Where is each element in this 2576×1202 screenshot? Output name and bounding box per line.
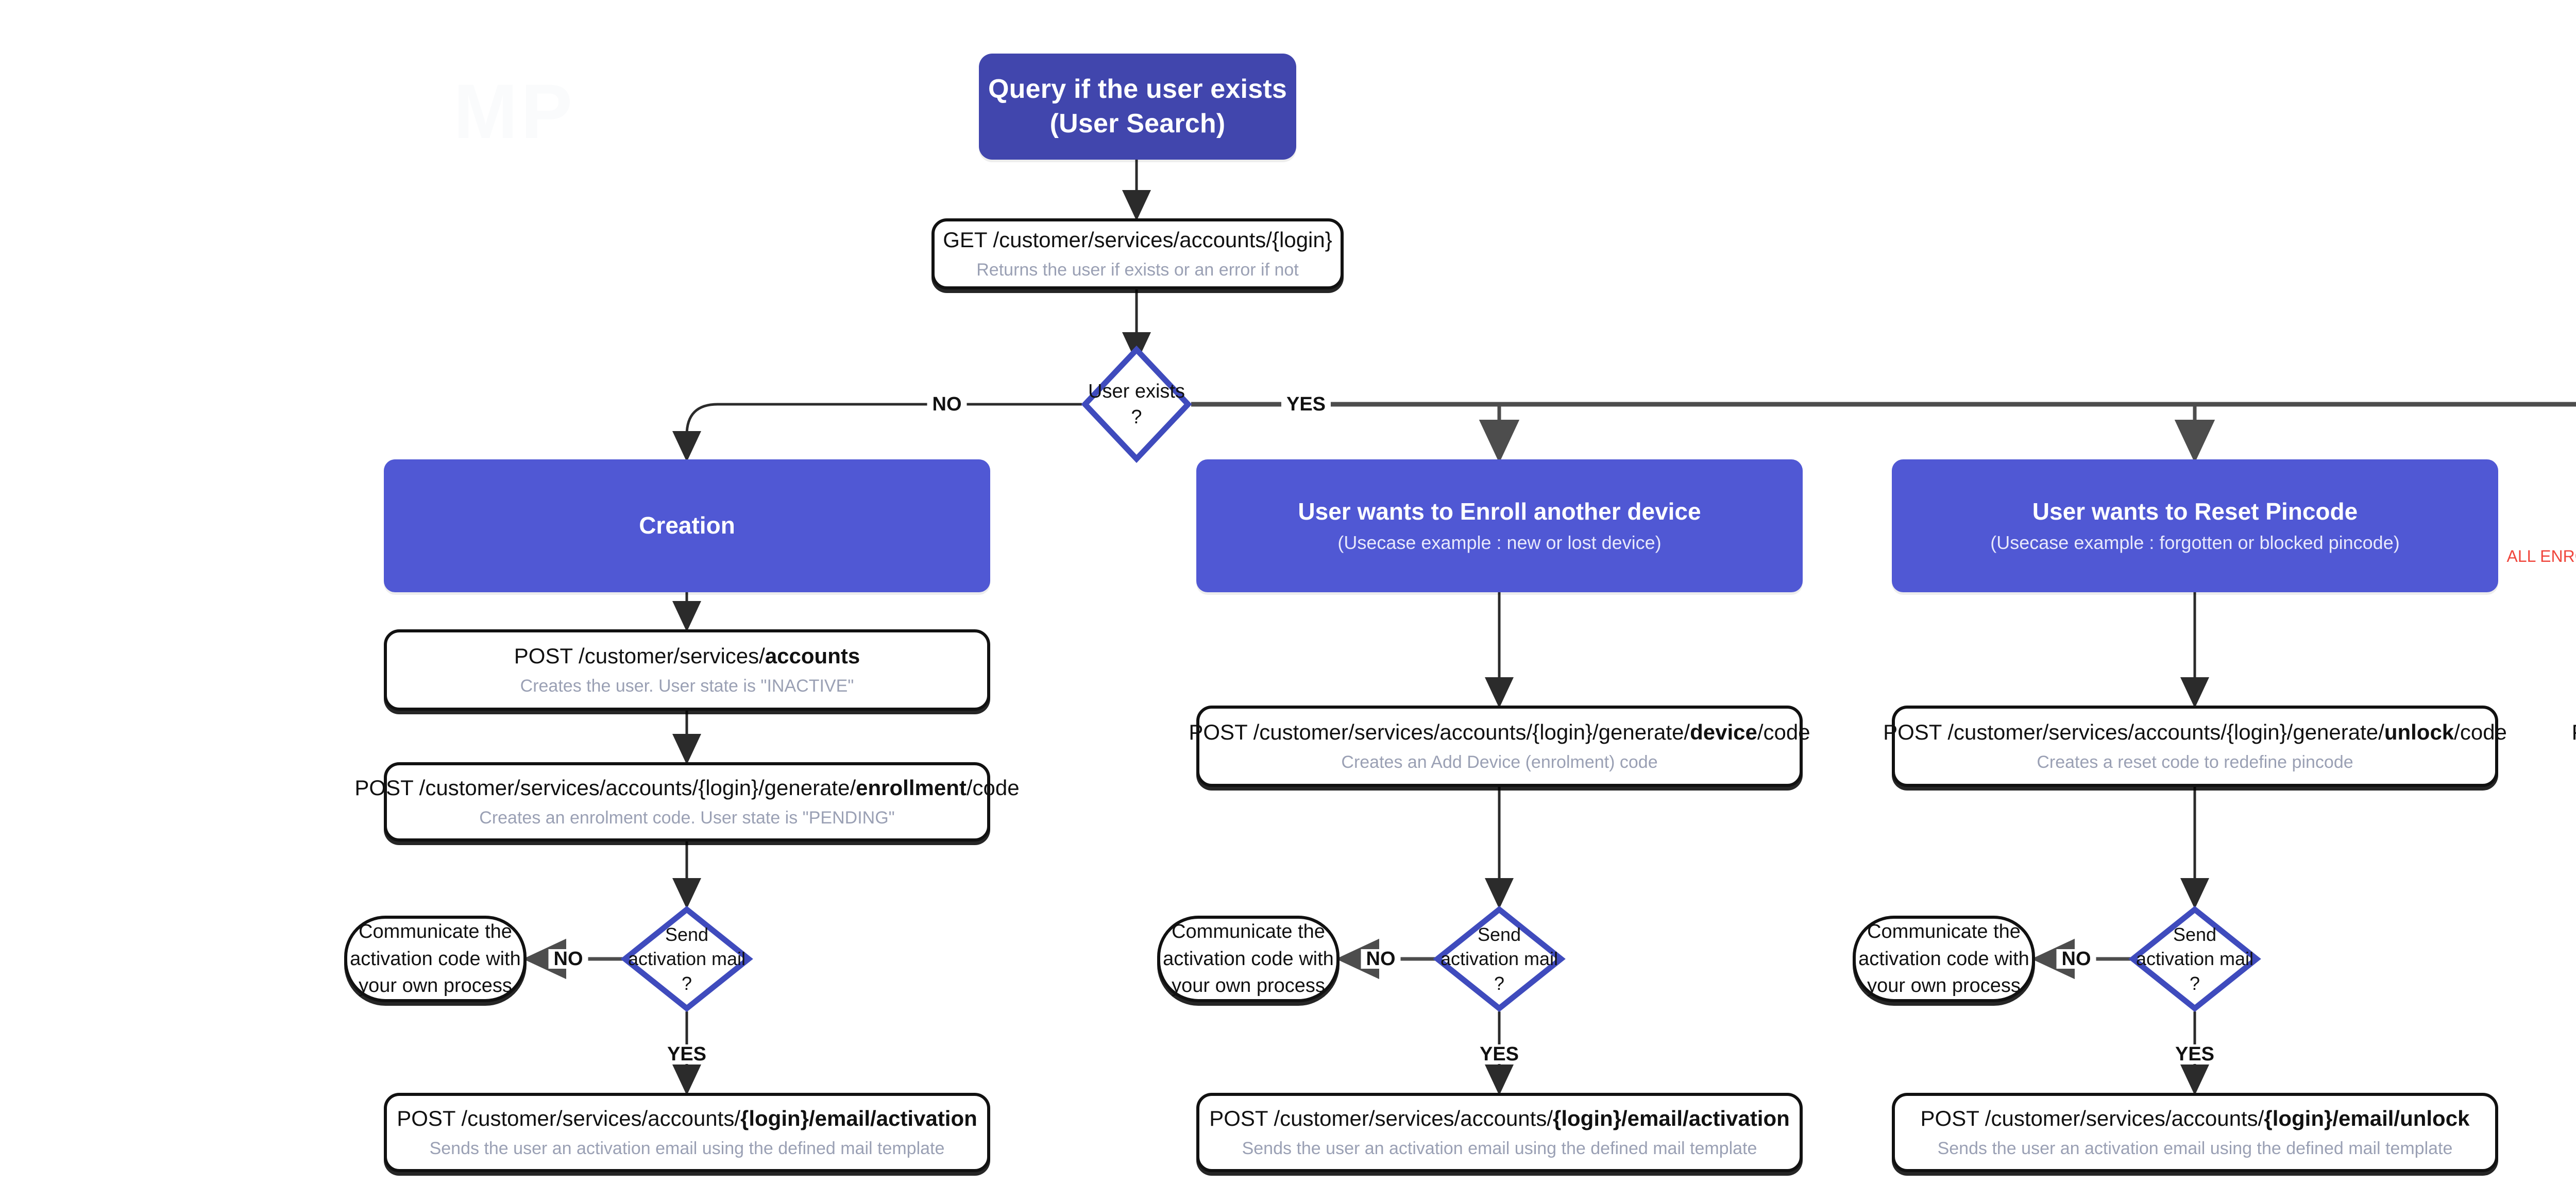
edge-label-root-no: NO xyxy=(927,394,967,414)
terminal-communicate-code-creation[interactable]: Communicate the activation code with you… xyxy=(344,916,527,1002)
post-accounts-path: POST /customer/services/accounts xyxy=(514,644,860,668)
c3-email-desc: Sends the user an activation email using… xyxy=(1937,1138,2453,1158)
c2-terminal-line1: Communicate the xyxy=(1172,921,1325,943)
decision-user-exists-label: User exists ? xyxy=(1088,380,1185,428)
header-creation-title: Creation xyxy=(639,512,735,539)
edge-label-c2-no: NO xyxy=(1361,949,1401,969)
header-reset-title: User wants to Reset Pincode xyxy=(2032,497,2358,525)
node-query-user-exists[interactable]: Query if the user exists (User Search) xyxy=(979,54,1296,160)
generate-unlock-path: POST /customer/services/accounts/{login}… xyxy=(1883,720,2507,745)
edge-label-root-yes: YES xyxy=(1281,394,1331,414)
c1-email-desc: Sends the user an activation email using… xyxy=(429,1138,945,1158)
header-reset-subtitle: (Usecase example : forgotten or blocked … xyxy=(1990,532,2400,554)
c3-decision-line3: ? xyxy=(2189,972,2200,994)
header-forgot-warning: ALL ENROLED DEVICES ARE DESTROYED AND PI… xyxy=(2506,546,2576,565)
terminal-communicate-code-enroll[interactable]: Communicate the activation code with you… xyxy=(1157,916,1340,1002)
generate-enrollment-path: POST /customer/services/accounts/{login}… xyxy=(354,776,1020,800)
c2-email-desc: Sends the user an activation email using… xyxy=(1242,1138,1757,1158)
query-title-line1: Query if the user exists xyxy=(988,74,1287,105)
c1-email-path: POST /customer/services/accounts/{login}… xyxy=(397,1106,977,1131)
c3-terminal-line2: activation code with xyxy=(1858,948,2029,970)
node-generate-unlock-code[interactable]: POST /customer/services/accounts/{login}… xyxy=(1883,706,2507,787)
c1-terminal-line3: your own process xyxy=(359,975,512,997)
edge-label-c1-no: NO xyxy=(548,949,588,969)
edge-label-c3-no: NO xyxy=(2056,949,2096,969)
decision-send-activation-mail-reset[interactable]: Send activation mail ? xyxy=(2128,905,2261,1012)
node-generate-enrollment-code[interactable]: POST /customer/services/accounts/{login}… xyxy=(354,762,1020,842)
edge-label-c1-yes: YES xyxy=(662,1044,712,1064)
c1-decision-line1: Send xyxy=(665,923,709,945)
c1-decision-line2: activation mail xyxy=(628,948,746,970)
c2-terminal-line2: activation code with xyxy=(1163,948,1334,970)
c2-decision-line1: Send xyxy=(1477,923,1521,945)
edge-label-c2-yes: YES xyxy=(1474,1044,1524,1064)
c2-decision-line2: activation mail xyxy=(1440,948,1558,970)
c2-decision-line3: ? xyxy=(1494,972,1505,994)
c1-terminal-line2: activation code with xyxy=(350,948,521,970)
c1-terminal-line1: Communicate the xyxy=(359,921,512,943)
edge-label-c3-yes: YES xyxy=(2170,1044,2220,1064)
c2-email-path: POST /customer/services/accounts/{login}… xyxy=(1209,1106,1790,1131)
decision-send-activation-mail-creation[interactable]: Send activation mail ? xyxy=(620,905,753,1012)
decision-user-exists[interactable]: User exists ? xyxy=(1081,345,1192,463)
decision-send-activation-mail-enroll[interactable]: Send activation mail ? xyxy=(1433,905,1566,1012)
node-get-account[interactable]: GET /customer/services/accounts/{login} … xyxy=(931,218,1344,289)
header-enroll-subtitle: (Usecase example : new or lost device) xyxy=(1337,532,1662,554)
get-account-path: GET /customer/services/accounts/{login} xyxy=(943,228,1332,252)
header-reset-pincode[interactable]: User wants to Reset Pincode (Usecase exa… xyxy=(1892,459,2498,592)
c3-terminal-line1: Communicate the xyxy=(1867,921,2021,943)
generate-device-path: POST /customer/services/accounts/{login}… xyxy=(1189,720,1810,745)
c1-decision-line3: ? xyxy=(681,972,692,994)
header-enroll-title: User wants to Enroll another device xyxy=(1298,497,1701,525)
generate-restore-path: POST /customer/services/accounts/{login}… xyxy=(2572,719,2576,745)
node-email-activation-enroll[interactable]: POST /customer/services/accounts/{login}… xyxy=(1196,1093,1803,1172)
node-email-activation-creation[interactable]: POST /customer/services/accounts/{login}… xyxy=(384,1093,990,1172)
query-title-line2: (User Search) xyxy=(1049,109,1226,139)
get-account-desc: Returns the user if exists or an error i… xyxy=(976,260,1299,280)
header-creation[interactable]: Creation xyxy=(384,459,990,592)
node-email-unlock-reset[interactable]: POST /customer/services/accounts/{login}… xyxy=(1892,1093,2498,1172)
c2-terminal-line3: your own process xyxy=(1172,975,1325,997)
post-accounts-desc: Creates the user. User state is "INACTIV… xyxy=(520,676,854,696)
c3-decision-line2: activation mail xyxy=(2136,948,2254,970)
header-enroll-device[interactable]: User wants to Enroll another device (Use… xyxy=(1196,459,1803,592)
node-generate-device-code[interactable]: POST /customer/services/accounts/{login}… xyxy=(1189,706,1810,787)
c3-email-path: POST /customer/services/accounts/{login}… xyxy=(1920,1106,2470,1131)
c3-decision-line1: Send xyxy=(2173,923,2217,945)
terminal-communicate-code-reset[interactable]: Communicate the activation code with you… xyxy=(1853,916,2035,1002)
generate-device-desc: Creates an Add Device (enrolment) code xyxy=(1341,752,1658,772)
node-post-accounts[interactable]: POST /customer/services/accounts Creates… xyxy=(384,629,990,711)
generate-unlock-desc: Creates a reset code to redefine pincode xyxy=(2037,752,2353,772)
generate-enrollment-desc: Creates an enrolment code. User state is… xyxy=(479,808,895,828)
c3-terminal-line3: your own process xyxy=(1867,975,2021,997)
